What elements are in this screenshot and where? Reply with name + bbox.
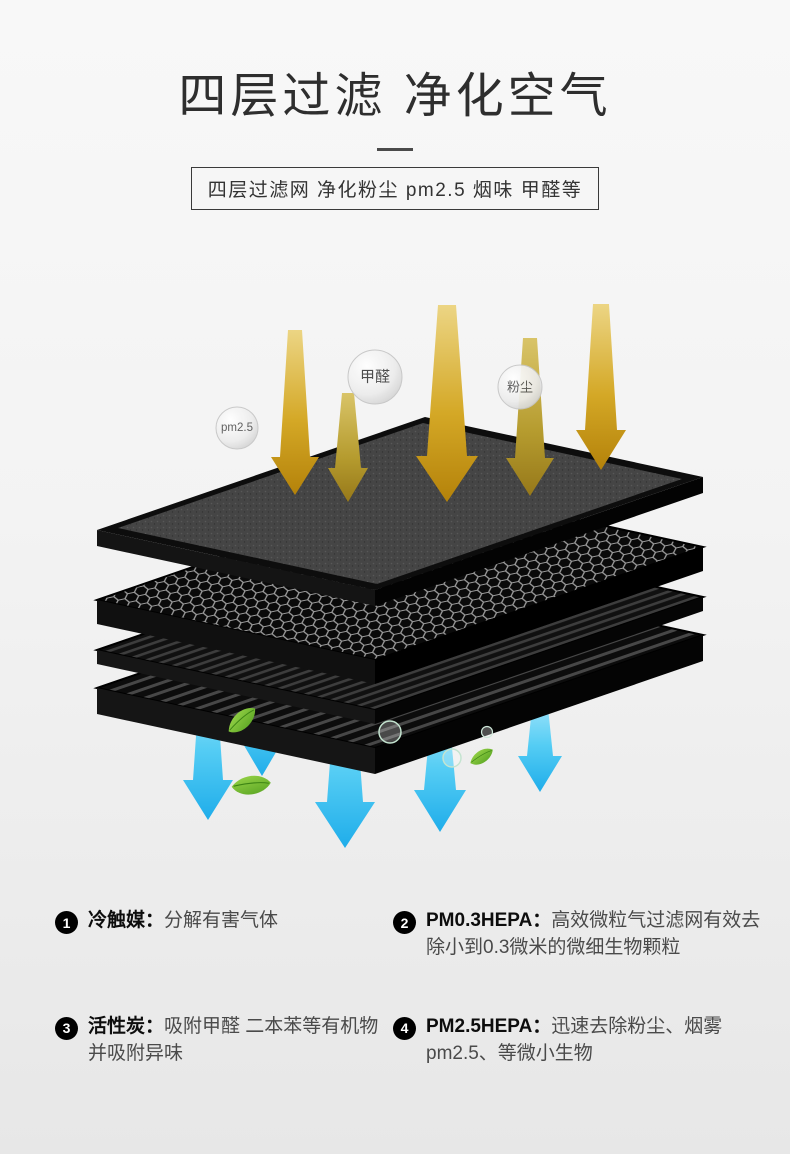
feature-name: 活性炭： — [88, 1015, 165, 1037]
feature-number-badge: 1 — [55, 911, 78, 934]
feature-text: PM2.5HEPA：迅速去除粉尘、烟雾pm2.5、等微小生物 — [426, 1014, 762, 1068]
feature-activated-carbon: 3 活性炭：吸附甲醛 二本苯等有机物并吸附异味 — [55, 1014, 393, 1068]
filter-stack-svg: pm2.5 甲醛 粉尘 — [93, 304, 707, 848]
inflow-arrow — [576, 304, 626, 470]
feature-text: 活性炭：吸附甲醛 二本苯等有机物并吸附异味 — [88, 1014, 393, 1068]
feature-number-badge: 2 — [393, 911, 416, 934]
inflow-arrow — [506, 338, 554, 496]
feature-desc: 高效微粒气过滤网有效去除小到0.3微米的微细生物颗粒 — [426, 910, 761, 958]
feature-text: PM0.3HEPA：高效微粒气过滤网有效去除小到0.3微米的微细生物颗粒 — [426, 908, 762, 962]
feature-pm25-hepa: 4 PM2.5HEPA：迅速去除粉尘、烟雾pm2.5、等微小生物 — [393, 1014, 762, 1068]
feature-desc: 吸附甲醛 二本苯等有机物并吸附异味 — [88, 1015, 379, 1064]
filter-stack-illustration: pm2.5 甲醛 粉尘 — [0, 280, 790, 880]
bubble-icon — [480, 725, 494, 739]
feature-list: 1 冷触媒：分解有害气体 2 PM0.3HEPA：高效微粒气过滤网有效去除小到0… — [55, 908, 762, 1068]
formaldehyde-bubble: 甲醛 — [347, 349, 403, 405]
leaf-icon — [467, 746, 496, 767]
feature-pm03-hepa: 2 PM0.3HEPA：高效微粒气过滤网有效去除小到0.3微米的微细生物颗粒 — [393, 908, 762, 962]
pm25-bubble: pm2.5 — [215, 406, 259, 450]
bubble-icon — [378, 720, 402, 744]
clean-air-decorations — [222, 704, 496, 799]
feature-text: 冷触媒：分解有害气体 — [88, 908, 278, 935]
outflow-arrow — [315, 695, 375, 848]
subtitle-badge: 四层过滤网 净化粉尘 pm2.5 烟味 甲醛等 — [190, 167, 600, 210]
inflow-arrow — [271, 330, 319, 495]
leaf-icon — [230, 771, 273, 799]
feature-number-badge: 3 — [55, 1016, 78, 1040]
feature-name: PM2.5HEPA： — [426, 1015, 552, 1037]
feature-desc: 迅速去除粉尘、烟雾pm2.5、等微小生物 — [426, 1015, 723, 1064]
formaldehyde-label: 甲醛 — [360, 369, 390, 386]
outflow-arrow — [518, 698, 562, 792]
feature-number-badge: 4 — [393, 1016, 416, 1040]
title-divider — [377, 148, 413, 151]
inflow-arrows — [271, 304, 626, 502]
feature-cold-catalyst: 1 冷触媒：分解有害气体 — [55, 908, 393, 962]
feature-name: 冷触媒： — [88, 910, 165, 931]
inflow-arrow — [328, 393, 368, 502]
page-title: 四层过滤 净化空气 — [178, 70, 612, 123]
feature-name: PM0.3HEPA： — [426, 910, 552, 931]
pollutant-labels: pm2.5 甲醛 粉尘 — [215, 349, 543, 450]
bubble-icon — [442, 748, 462, 768]
pm25-label: pm2.5 — [221, 422, 253, 434]
dust-bubble: 粉尘 — [497, 364, 543, 410]
dust-label: 粉尘 — [507, 380, 533, 395]
feature-desc: 分解有害气体 — [164, 910, 279, 931]
header: 四层过滤 净化空气 四层过滤网 净化粉尘 pm2.5 烟味 甲醛等 — [0, 56, 790, 210]
inflow-arrow — [416, 305, 478, 502]
outflow-arrow — [414, 705, 466, 832]
outflow-arrow — [183, 678, 233, 820]
